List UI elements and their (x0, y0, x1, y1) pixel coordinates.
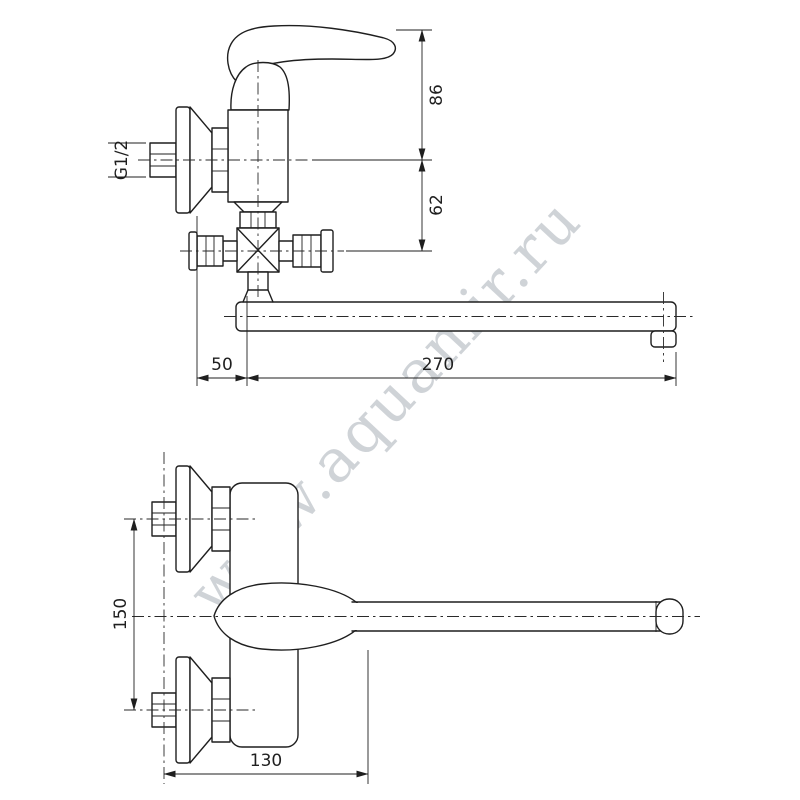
dimension-130: 130 (163, 650, 369, 784)
centerlines-top-view (138, 60, 694, 362)
dim-150-label: 150 (111, 598, 131, 630)
dim-130-label: 130 (250, 751, 282, 771)
thread-size-label: G1/2 (112, 140, 132, 181)
dimension-thread-size: G1/2 (108, 140, 146, 181)
bottom-view-drawing: 150 130 (111, 452, 700, 784)
dimension-62: 62 (346, 159, 447, 252)
dimension-50: 50 (196, 216, 248, 386)
dimension-86: 86 (312, 29, 447, 161)
dim-62-label: 62 (427, 194, 447, 216)
diverter-valve (188, 227, 334, 291)
centerlines-bottom-view (124, 452, 700, 784)
dimension-150: 150 (111, 518, 138, 711)
top-view-drawing: G1/2 86 62 50 270 (108, 24, 694, 386)
dimension-270: 270 (246, 352, 677, 386)
dim-50-label: 50 (211, 355, 233, 375)
dim-86-label: 86 (427, 84, 447, 106)
dim-270-label: 270 (422, 355, 454, 375)
handle-cap (230, 61, 290, 111)
faucet-handle (226, 24, 396, 111)
